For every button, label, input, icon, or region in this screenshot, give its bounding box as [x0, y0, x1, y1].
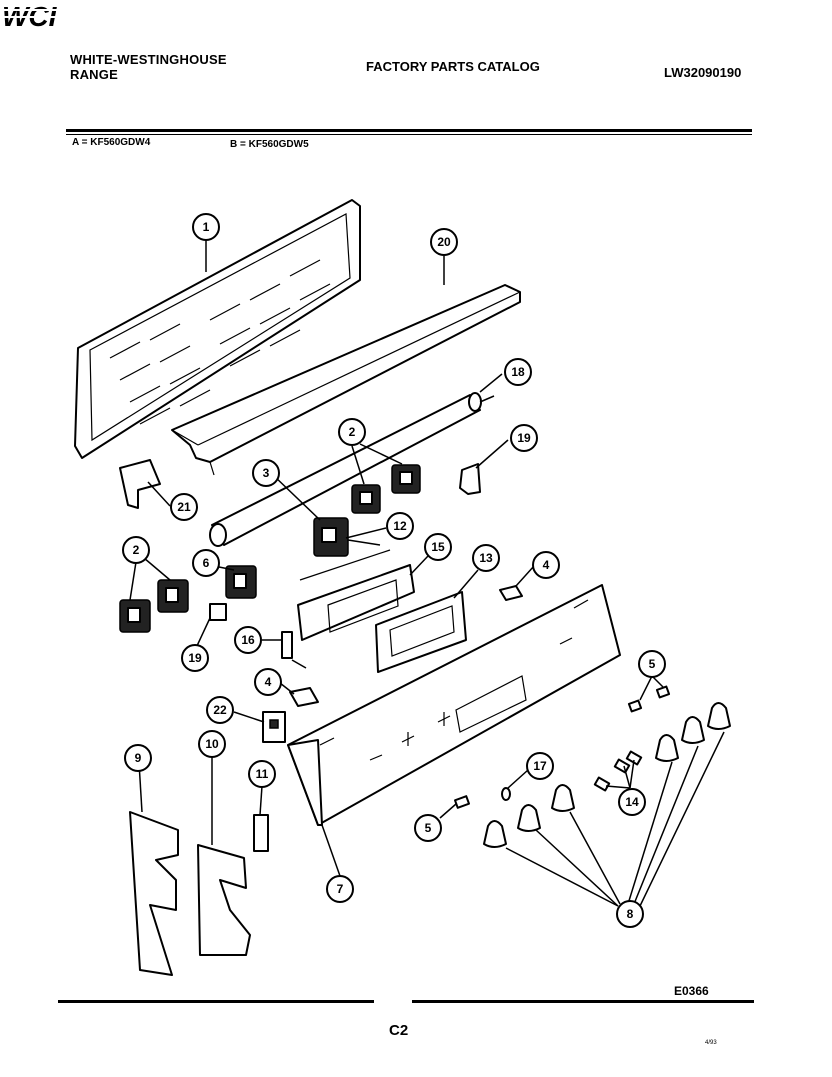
part-17-piece	[501, 787, 511, 801]
callout-19-lower: 19	[181, 644, 209, 672]
part-1-backguard-glass	[74, 199, 361, 459]
footer-rule-right	[412, 1000, 754, 1003]
svg-text:11: 11	[256, 767, 269, 781]
svg-text:10: 10	[205, 737, 219, 751]
part-2-switches-left	[119, 579, 189, 633]
part-21-bracket	[119, 459, 161, 509]
model-b: B = KF560GDW5	[230, 139, 309, 150]
brand-line-1: WHITE-WESTINGHOUSE	[70, 52, 227, 67]
callout-20: 20	[430, 228, 458, 256]
svg-text:7: 7	[337, 882, 344, 896]
callout-13: 13	[472, 544, 500, 572]
callout-22: 22	[206, 696, 234, 724]
header-rule-top	[66, 129, 752, 132]
model-a: A = KF560GDW4	[72, 137, 151, 148]
part-9-side-trim	[129, 811, 179, 976]
callout-16: 16	[234, 626, 262, 654]
callout-5-right: 5	[638, 650, 666, 678]
part-15-bezel	[297, 549, 415, 641]
svg-text:16: 16	[241, 633, 255, 647]
svg-text:19: 19	[188, 651, 202, 665]
callout-21: 21	[170, 493, 198, 521]
part-10-side-trim	[197, 844, 251, 956]
part-5-pieces	[453, 685, 671, 809]
svg-text:21: 21	[177, 500, 191, 514]
callout-8: 8	[616, 900, 644, 928]
part-8-knobs	[483, 702, 731, 848]
header-rule-bottom	[66, 134, 752, 135]
svg-text:17: 17	[533, 759, 547, 773]
catalog-title: FACTORY PARTS CATALOG	[366, 59, 540, 74]
callout-12: 12	[386, 512, 414, 540]
callout-2-upper: 2	[338, 418, 366, 446]
page-label: C2	[389, 1022, 409, 1039]
callout-11: 11	[248, 760, 276, 788]
part-20-trim	[171, 284, 521, 476]
svg-text:22: 22	[213, 703, 227, 717]
callout-1: 1	[192, 213, 220, 241]
part-2-switches-upper	[351, 464, 421, 514]
brand-line-2: RANGE	[70, 67, 118, 82]
leader-lines	[129, 240, 725, 907]
part-19-bracket	[459, 463, 481, 495]
corner-mark: 4/93	[705, 1040, 717, 1046]
part-14-pieces	[593, 750, 643, 792]
part-6-switch	[225, 565, 257, 599]
callout-15: 15	[424, 533, 452, 561]
callout-14: 14	[618, 788, 646, 816]
callout-3: 3	[252, 459, 280, 487]
svg-text:5: 5	[425, 821, 432, 835]
svg-text:14: 14	[625, 795, 639, 809]
svg-text:15: 15	[431, 540, 445, 554]
svg-text:4: 4	[543, 558, 550, 572]
svg-text:1: 1	[203, 220, 210, 234]
brand-title: WHITE-WESTINGHOUSE RANGE	[70, 52, 227, 82]
svg-text:8: 8	[627, 907, 634, 921]
svg-text:9: 9	[135, 751, 142, 765]
part-19-block	[209, 603, 227, 621]
svg-text:5: 5	[649, 657, 656, 671]
callout-7: 7	[326, 875, 354, 903]
callout-4-upper: 4	[532, 551, 560, 579]
callout-18: 18	[504, 358, 532, 386]
svg-text:2: 2	[133, 543, 140, 557]
part-13-clock-module	[375, 591, 467, 673]
svg-text:13: 13	[479, 551, 493, 565]
callout-10: 10	[198, 730, 226, 758]
callout-2-left: 2	[122, 536, 150, 564]
wci-logo: WCI	[0, 1, 62, 32]
callout-9: 9	[124, 744, 152, 772]
part-18-rod	[209, 392, 495, 547]
svg-text:6: 6	[203, 556, 210, 570]
part-22-bracket	[262, 711, 286, 743]
svg-text:4: 4	[265, 675, 272, 689]
svg-text:2: 2	[349, 425, 356, 439]
callout-5-lower: 5	[414, 814, 442, 842]
callout-6: 6	[192, 549, 220, 577]
figure-code: E0366	[674, 984, 709, 998]
part-11-plate	[253, 814, 269, 852]
document-id: LW32090190	[664, 65, 742, 80]
part-16-clip	[281, 631, 307, 669]
callout-4-lower: 4	[254, 668, 282, 696]
callout-19-upper: 19	[510, 424, 538, 452]
part-4-clips	[289, 585, 523, 707]
svg-text:20: 20	[437, 235, 451, 249]
part-7-control-panel	[287, 584, 621, 826]
svg-text:19: 19	[517, 431, 531, 445]
footer-rule-left	[58, 1000, 374, 1003]
svg-text:3: 3	[263, 466, 270, 480]
svg-text:18: 18	[511, 365, 525, 379]
svg-text:12: 12	[393, 519, 407, 533]
callout-17: 17	[526, 752, 554, 780]
